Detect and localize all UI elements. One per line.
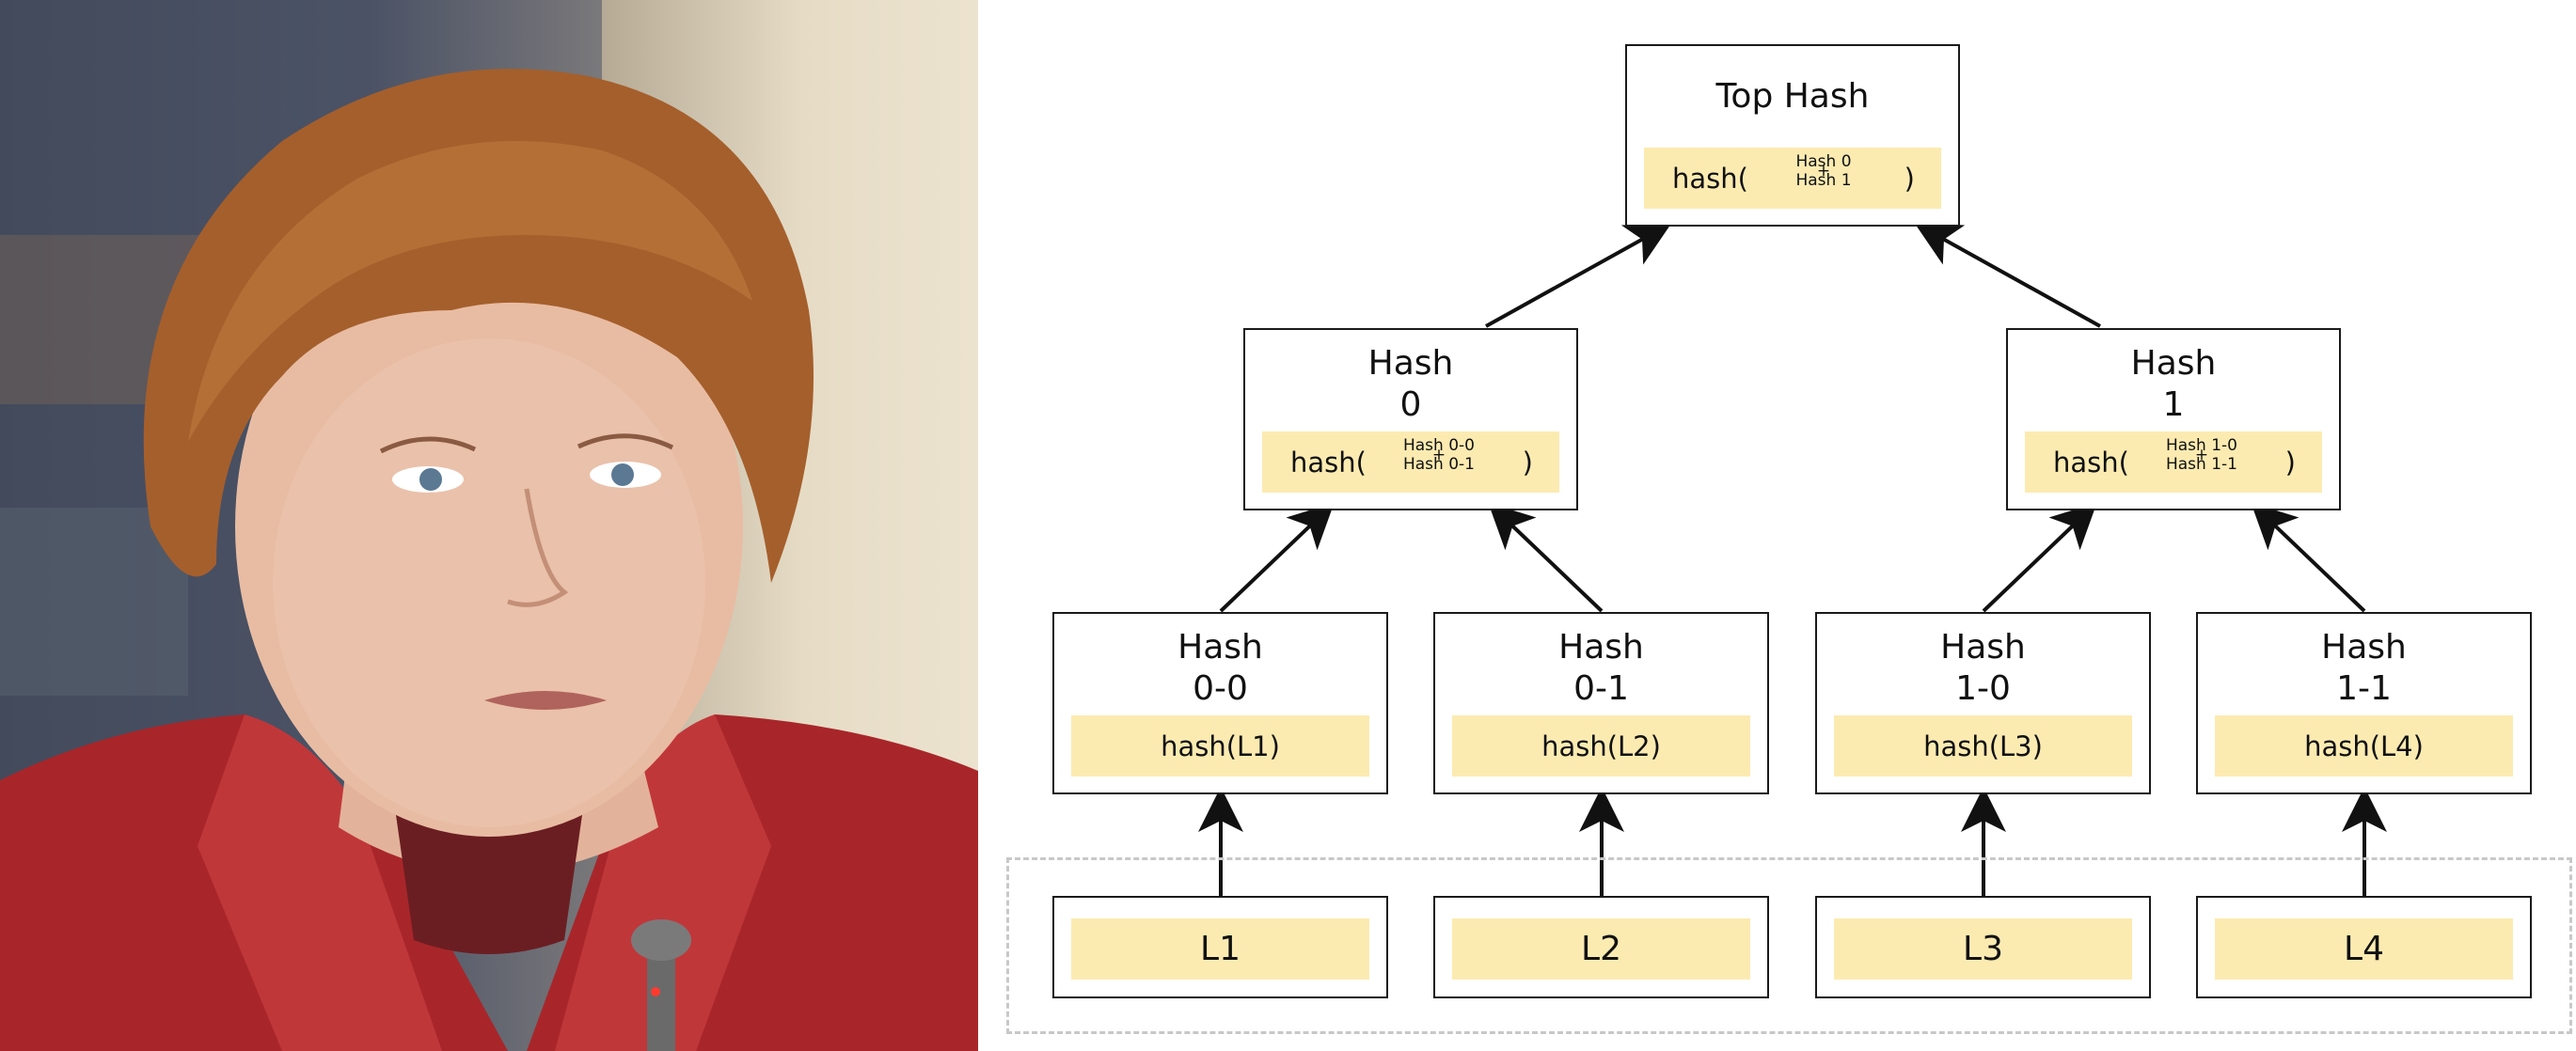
- merkle-tree-diagram: Top Hash hash( Hash 0 + Hash 1 ) Hash 0 …: [978, 0, 2576, 1051]
- hash-close-paren: ): [1522, 446, 1533, 478]
- hash-input-a: Hash 1-0: [2165, 436, 2237, 455]
- tree-edges: [1198, 223, 2387, 898]
- data-block: L3: [1834, 918, 2132, 980]
- edge-hash00-to-hash0: [1219, 502, 1335, 613]
- data-blocks-region: [1006, 857, 2572, 1034]
- node-title-line2: 1: [2162, 385, 2185, 424]
- hash-input-b: Hash 1: [1795, 171, 1852, 190]
- hash-inputs: Hash 0-0 + Hash 0-1: [1383, 436, 1495, 474]
- hash-function-box: hash( Hash 0-0 + Hash 0-1 ): [1262, 431, 1559, 493]
- hash-input-b: Hash 0-1: [1402, 455, 1475, 474]
- hash-0-0-node: Hash 0-0 hash(L1): [1052, 612, 1388, 794]
- leaf-l2-node: L2: [1433, 896, 1769, 998]
- node-title-line2: 1-1: [2336, 669, 2392, 708]
- node-title-line1: Hash: [1177, 628, 1263, 667]
- hash-1-0-node: Hash 1-0 hash(L3): [1815, 612, 2151, 794]
- node-title: Top Hash: [1715, 77, 1870, 116]
- hash-fn-label: hash(: [1290, 446, 1367, 478]
- node-title-line2: 0: [1399, 385, 1422, 424]
- hash-function-box: hash(L3): [1834, 715, 2132, 776]
- node-title-line1: Hash: [1367, 344, 1454, 383]
- leaf-l3-node: L3: [1815, 896, 2151, 998]
- edge-hash1-to-top: [1914, 223, 2101, 328]
- edge-hash01-to-hash0: [1488, 502, 1604, 613]
- data-block-label: L1: [1200, 930, 1241, 968]
- hash-value: hash(L2): [1541, 729, 1661, 762]
- edge-hash11-to-hash1: [2251, 502, 2366, 613]
- hash-function-box: hash( Hash 0 + Hash 1 ): [1644, 148, 1941, 209]
- data-block: L4: [2215, 918, 2513, 980]
- portrait-illustration: [0, 0, 978, 1051]
- hash-input-a: Hash 0: [1795, 152, 1852, 171]
- hash-close-paren: ): [2284, 446, 2296, 478]
- node-title-line2: 1-0: [1955, 669, 2011, 708]
- hash-inputs: Hash 1-0 + Hash 1-1: [2145, 436, 2258, 474]
- hash-input-a: Hash 0-0: [1402, 436, 1475, 455]
- hash-function-box: hash( Hash 1-0 + Hash 1-1 ): [2025, 431, 2322, 493]
- leaf-l1-node: L1: [1052, 896, 1388, 998]
- leaf-l4-node: L4: [2196, 896, 2532, 998]
- node-title-line2: 0-1: [1573, 669, 1629, 708]
- hash-value: hash(L3): [1923, 729, 2043, 762]
- hash-0-1-node: Hash 0-1 hash(L2): [1433, 612, 1769, 794]
- node-title-line1: Hash: [1940, 628, 2026, 667]
- hash-close-paren: ): [1904, 162, 1915, 195]
- data-block-label: L4: [2344, 930, 2384, 968]
- node-title-line1: Hash: [2321, 628, 2407, 667]
- node-title-line2: 0-0: [1193, 669, 1248, 708]
- hash-fn-label: hash(: [2053, 446, 2129, 478]
- data-block-label: L2: [1581, 930, 1621, 968]
- data-block-label: L3: [1963, 930, 2003, 968]
- portrait-photo: [0, 0, 978, 1051]
- data-block: L2: [1452, 918, 1750, 980]
- hash-inputs: Hash 0 + Hash 1: [1767, 152, 1880, 190]
- data-block: L1: [1071, 918, 1369, 980]
- hash-1-1-node: Hash 1-1 hash(L4): [2196, 612, 2532, 794]
- hash-fn-label: hash(: [1672, 162, 1748, 195]
- hash-value: hash(L1): [1161, 729, 1280, 762]
- node-title-line1: Hash: [1558, 628, 1644, 667]
- hash-value: hash(L4): [2304, 729, 2424, 762]
- edge-hash0-to-top: [1485, 223, 1672, 328]
- hash-0-node: Hash 0 hash( Hash 0-0 + Hash 0-1 ): [1243, 328, 1578, 510]
- top-hash-node: Top Hash hash( Hash 0 + Hash 1 ): [1625, 44, 1960, 227]
- hash-function-box: hash(L2): [1452, 715, 1750, 776]
- hash-1-node: Hash 1 hash( Hash 1-0 + Hash 1-1 ): [2006, 328, 2341, 510]
- hash-input-b: Hash 1-1: [2165, 455, 2237, 474]
- node-title-line1: Hash: [2130, 344, 2217, 383]
- edge-hash10-to-hash1: [1982, 502, 2097, 613]
- hash-function-box: hash(L4): [2215, 715, 2513, 776]
- hash-function-box: hash(L1): [1071, 715, 1369, 776]
